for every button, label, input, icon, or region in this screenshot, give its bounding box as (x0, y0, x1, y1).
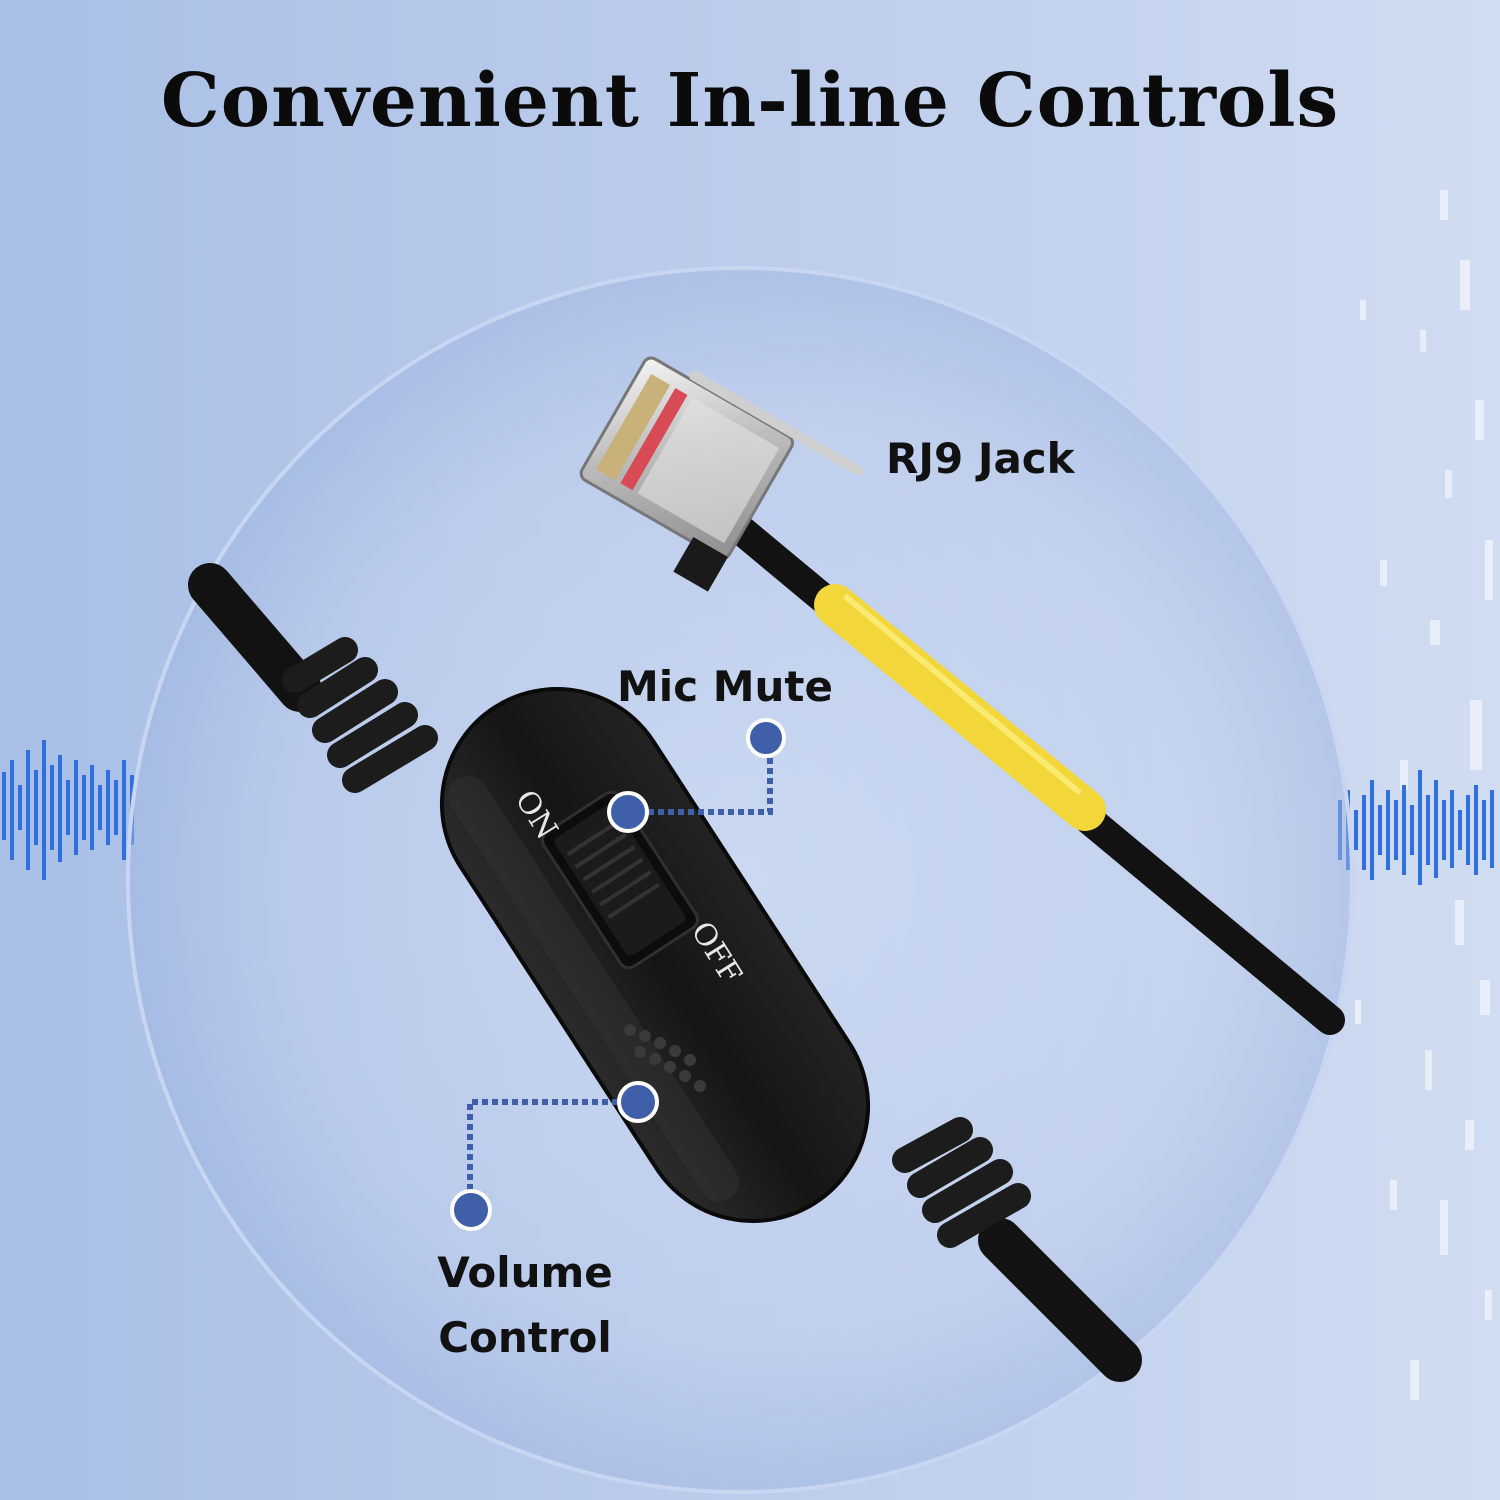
volume-callout-dot (617, 1081, 659, 1123)
pixel-texture-decoration (1355, 190, 1493, 1400)
volume-callout-line (467, 1099, 638, 1208)
mic-mute-callout-dot-end (746, 718, 786, 758)
mic-mute-label: Mic Mute (617, 662, 833, 711)
strain-relief-bottom (892, 1117, 1031, 1248)
volume-callout-dot-end (450, 1189, 492, 1231)
volume-control-label-line1: Volume (437, 1248, 613, 1297)
mic-mute-callout-dot (607, 791, 649, 833)
mute-switch-icon (541, 790, 699, 970)
volume-control-label-line2: Control (438, 1313, 612, 1363)
inline-control-body (439, 687, 871, 1223)
page-title: Convenient In-line Controls (160, 58, 1340, 144)
strain-relief-top (282, 637, 438, 793)
volume-control-label: Volume Control (380, 1240, 670, 1370)
rj9-cable (720, 510, 1345, 1035)
audio-waveform-icon (2, 740, 134, 880)
volume-wheel-icon (624, 1024, 706, 1092)
rj9-jack-label: RJ9 Jack (886, 434, 1075, 483)
yellow-sleeve (814, 584, 1106, 831)
mic-mute-callout-line (628, 738, 773, 815)
rj9-connector-icon (579, 356, 864, 592)
audio-waveform-icon (1338, 770, 1494, 885)
